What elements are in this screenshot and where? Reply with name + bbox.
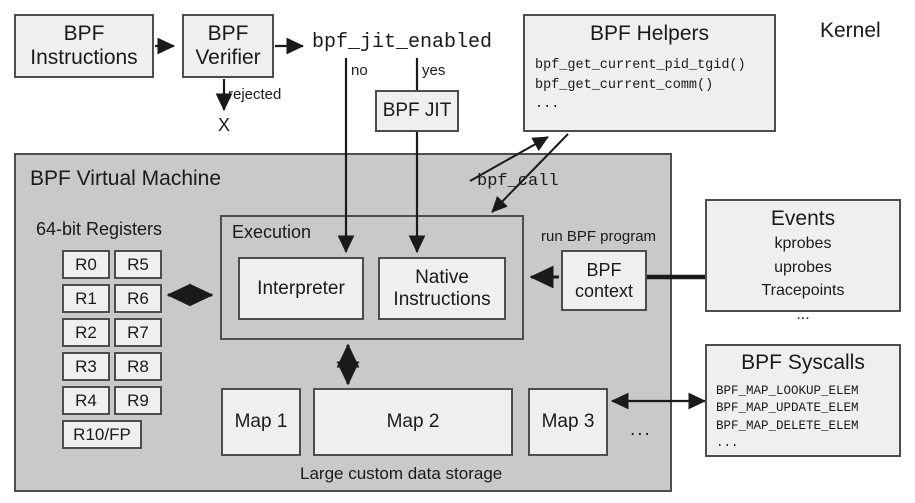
interpreter-label: Interpreter bbox=[257, 277, 345, 299]
vm-title: BPF Virtual Machine bbox=[30, 167, 222, 190]
bpf-jit-enabled-variable: bpf_jit_enabled bbox=[312, 31, 493, 54]
helper-function: bpf_get_current_comm() bbox=[535, 77, 714, 93]
maps-ellipsis: ... bbox=[630, 419, 652, 440]
register-r7: R7 bbox=[114, 318, 162, 347]
native-instructions-label: Native Instructions bbox=[393, 266, 491, 310]
run-bpf-program-label: run BPF program bbox=[541, 228, 657, 245]
map-1-box: Map 1 bbox=[221, 388, 301, 456]
kernel-label: Kernel bbox=[820, 19, 881, 42]
register-r0: R0 bbox=[62, 250, 110, 279]
register-r5: R5 bbox=[114, 250, 162, 279]
registers-title: 64-bit Registers bbox=[36, 219, 163, 239]
events-item: kprobes bbox=[774, 235, 832, 253]
syscall-item: ... bbox=[716, 435, 739, 450]
syscall-item: BPF_MAP_LOOKUP_ELEM bbox=[716, 384, 859, 399]
helper-function: ... bbox=[535, 97, 560, 113]
rejected-label: rejected bbox=[228, 86, 282, 103]
events-item: ... bbox=[796, 305, 810, 323]
syscall-item: BPF_MAP_UPDATE_ELEM bbox=[716, 401, 859, 416]
events-item: Tracepoints bbox=[761, 282, 845, 300]
events-title: Events bbox=[770, 207, 836, 230]
bpf-call-label: bpf_call bbox=[477, 172, 559, 191]
map-3-box: Map 3 bbox=[528, 388, 608, 456]
bpf-instructions-label: BPF Instructions bbox=[30, 21, 138, 69]
map-3-label: Map 3 bbox=[541, 411, 595, 433]
bpf-helpers-function-list: bpf_get_current_pid_tgid() bpf_get_curre… bbox=[535, 56, 764, 115]
bpf-syscalls-box: BPF Syscalls BPF_MAP_LOOKUP_ELEM BPF_MAP… bbox=[705, 344, 901, 457]
bpf-verifier-label: BPF Verifier bbox=[195, 21, 261, 69]
helper-function: bpf_get_current_pid_tgid() bbox=[535, 58, 746, 74]
register-r4: R4 bbox=[62, 386, 110, 415]
execution-title: Execution bbox=[232, 222, 312, 242]
register-r8: R8 bbox=[114, 352, 162, 381]
map-1-label: Map 1 bbox=[234, 411, 288, 433]
bpf-helpers-title: BPF Helpers bbox=[589, 22, 710, 45]
bpf-syscalls-title: BPF Syscalls bbox=[741, 351, 865, 374]
register-r1: R1 bbox=[62, 284, 110, 313]
register-r9: R9 bbox=[114, 386, 162, 415]
bpf-context-label: BPF context bbox=[574, 259, 634, 301]
storage-caption: Large custom data storage bbox=[300, 464, 503, 483]
register-r10-frame-pointer: R10/FP bbox=[62, 420, 142, 449]
map-2-box: Map 2 bbox=[313, 388, 513, 456]
bpf-instructions-box: BPF Instructions bbox=[14, 14, 154, 78]
branch-yes-label: yes bbox=[422, 62, 446, 79]
map-2-label: Map 2 bbox=[386, 411, 440, 433]
events-box: Events kprobes uprobes Tracepoints ... bbox=[705, 199, 901, 323]
bpf-helpers-box: BPF Helpers bpf_get_current_pid_tgid() b… bbox=[523, 14, 776, 132]
rejected-terminal-label: X bbox=[218, 115, 231, 135]
bpf-jit-box: BPF JIT bbox=[375, 90, 459, 132]
events-item: uprobes bbox=[774, 258, 832, 276]
register-r2: R2 bbox=[62, 318, 110, 347]
interpreter-box: Interpreter bbox=[238, 257, 364, 320]
register-r3: R3 bbox=[62, 352, 110, 381]
branch-no-label: no bbox=[351, 62, 368, 79]
register-r6: R6 bbox=[114, 284, 162, 313]
bpf-verifier-box: BPF Verifier bbox=[182, 14, 274, 78]
bpf-context-box: BPF context bbox=[561, 250, 647, 311]
bpf-jit-label: BPF JIT bbox=[382, 100, 452, 122]
syscall-item: BPF_MAP_DELETE_ELEM bbox=[716, 418, 859, 433]
bpf-syscalls-list: BPF_MAP_LOOKUP_ELEM BPF_MAP_UPDATE_ELEM … bbox=[716, 383, 890, 452]
native-instructions-box: Native Instructions bbox=[378, 257, 506, 320]
